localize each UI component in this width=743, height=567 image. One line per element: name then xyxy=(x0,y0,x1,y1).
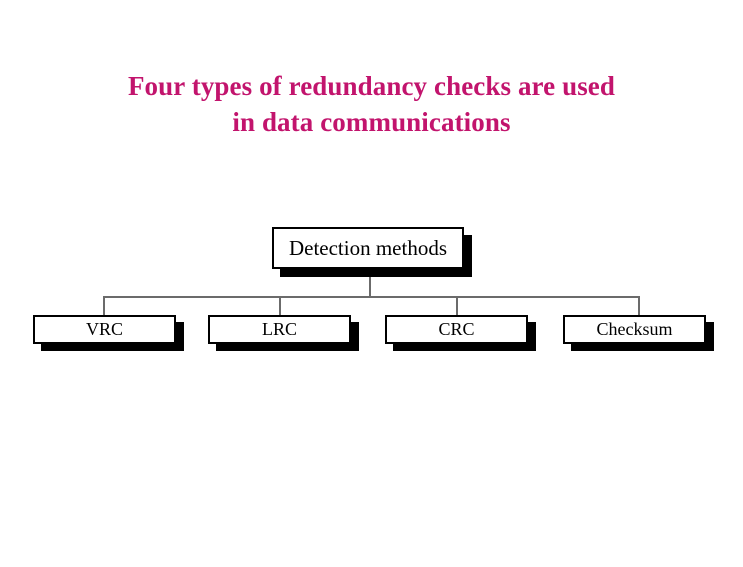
connector-horizontal-bus xyxy=(103,296,640,298)
node-label-detection-methods: Detection methods xyxy=(288,235,448,260)
connector-root-stem xyxy=(369,269,371,297)
connector-drop-vrc xyxy=(103,296,105,316)
node-vrc[interactable]: VRC xyxy=(33,315,176,344)
node-detection-methods[interactable]: Detection methods xyxy=(272,227,464,269)
connector-drop-lrc xyxy=(279,296,281,316)
node-lrc[interactable]: LRC xyxy=(208,315,351,344)
node-label-lrc: LRC xyxy=(261,319,297,339)
node-crc[interactable]: CRC xyxy=(385,315,528,344)
page-title-line-2: in data communications xyxy=(232,107,511,137)
page-title: Four types of redundancy checks are used… xyxy=(40,68,703,140)
page-title-line-1: Four types of redundancy checks are used xyxy=(127,71,616,101)
node-label-vrc: VRC xyxy=(85,319,123,339)
node-checksum[interactable]: Checksum xyxy=(563,315,706,344)
connector-drop-checksum xyxy=(638,296,640,316)
connector-drop-crc xyxy=(456,296,458,316)
node-label-checksum: Checksum xyxy=(596,319,673,339)
node-label-crc: CRC xyxy=(438,319,475,339)
